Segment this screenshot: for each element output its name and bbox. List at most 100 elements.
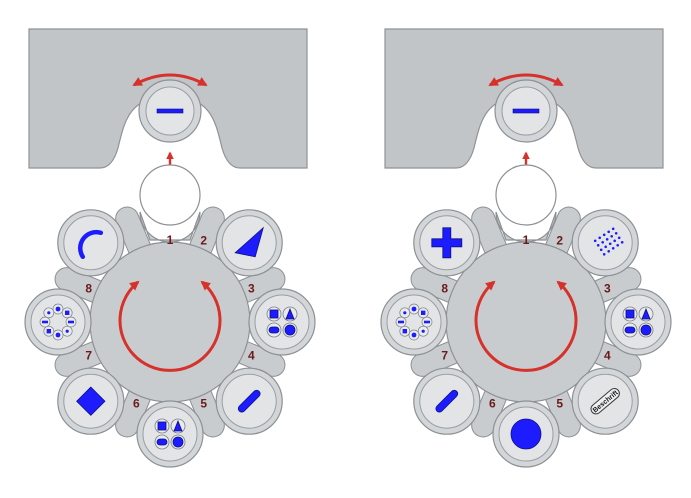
cross-icon xyxy=(431,227,463,259)
station-7: 7 xyxy=(380,288,448,363)
dot-shape xyxy=(611,227,615,231)
station-die xyxy=(386,294,442,350)
dot-shape xyxy=(608,242,612,246)
station-number: 2 xyxy=(200,234,207,248)
square-shape xyxy=(157,421,167,431)
dot-shape xyxy=(593,239,597,243)
triangle-shape xyxy=(285,307,295,320)
station-3: 3 xyxy=(604,281,672,356)
station-die xyxy=(63,215,119,271)
station-1-bridge xyxy=(139,211,201,243)
turret-left: 1 2 34 5 6 7 8 xyxy=(24,28,316,468)
dot-shape xyxy=(601,241,604,244)
station-5: 5 xyxy=(492,396,563,468)
station-5: 5 xyxy=(136,396,207,468)
dot-shape xyxy=(614,232,618,235)
small-round-shape xyxy=(403,311,407,315)
turret-body xyxy=(54,164,286,438)
station-6: 6 xyxy=(57,367,140,435)
station-1-bridge xyxy=(495,211,557,243)
station-1: 1 xyxy=(167,233,174,247)
station-3: 3 xyxy=(248,281,316,356)
station-8: 8 xyxy=(57,209,125,295)
station-number: 3 xyxy=(604,281,611,295)
oblong-shape xyxy=(156,438,168,446)
station-die xyxy=(577,215,633,271)
square-shape xyxy=(402,328,408,334)
small-round-shape xyxy=(47,311,51,315)
dot-shape xyxy=(610,235,613,238)
dot-shape xyxy=(616,244,619,247)
arc-icon xyxy=(78,229,104,260)
rotation-arrow-upper xyxy=(132,73,208,87)
multi-tool-ring-icon xyxy=(395,303,433,341)
dot-shape xyxy=(598,236,601,240)
oblong-shape xyxy=(624,326,636,334)
dot-shape xyxy=(607,250,610,253)
multi-tool-cluster-icon xyxy=(154,418,186,450)
station-number: 6 xyxy=(133,396,140,410)
station-number: 5 xyxy=(556,396,563,410)
slot-icon xyxy=(435,389,459,413)
station-6: 6 xyxy=(413,367,496,435)
station-number: 1 xyxy=(523,233,530,247)
rotation-arrow-upper xyxy=(488,73,564,87)
oblong-shape xyxy=(398,320,404,324)
dot-shape xyxy=(604,245,607,249)
station-1: 1 xyxy=(523,233,530,247)
dot-grid-icon xyxy=(593,227,624,256)
multi-tool-cluster-icon xyxy=(622,306,654,338)
dot-shape xyxy=(607,230,610,234)
dot-shape xyxy=(617,236,621,240)
station-die xyxy=(610,294,666,350)
round-shape xyxy=(55,332,61,338)
station-8: 8 xyxy=(413,209,481,295)
station-number: 2 xyxy=(556,234,563,248)
small-round-shape xyxy=(65,329,69,333)
triangle-shape xyxy=(173,419,183,432)
station-number: 8 xyxy=(85,281,92,295)
round-shape xyxy=(510,418,542,450)
station-number: 5 xyxy=(200,396,207,410)
large-round-icon xyxy=(510,418,542,450)
marking-insert xyxy=(590,387,620,415)
slot-shape xyxy=(237,389,261,413)
oblong-shape xyxy=(68,320,74,324)
rotation-arrow-center xyxy=(474,280,578,372)
arc-shape xyxy=(78,229,104,260)
minus-bar-icon xyxy=(512,108,540,114)
square-shape xyxy=(46,328,52,334)
station-7: 7 xyxy=(24,288,92,363)
station-die xyxy=(142,406,198,462)
diamond-icon xyxy=(76,386,106,416)
slot-icon xyxy=(237,389,261,413)
station-1-cutout xyxy=(495,164,557,226)
slot-shape xyxy=(435,389,459,413)
round-shape xyxy=(411,306,417,312)
station-4: 4 xyxy=(215,349,283,435)
station-number: 7 xyxy=(441,349,448,363)
diamond-shape xyxy=(76,386,106,416)
round-shape xyxy=(411,332,417,338)
station-number: 8 xyxy=(441,281,448,295)
station-die xyxy=(254,294,310,350)
station-number: 4 xyxy=(248,349,255,363)
square-shape xyxy=(269,309,279,319)
round-shape xyxy=(55,306,61,312)
station-number: 7 xyxy=(85,349,92,363)
station-number: 1 xyxy=(167,233,174,247)
oblong-shape xyxy=(268,326,280,334)
oblong-shape xyxy=(424,320,430,324)
station-2: 2 xyxy=(200,209,283,277)
station-number: 4 xyxy=(604,349,611,363)
dot-shape xyxy=(613,239,616,243)
turret-body xyxy=(410,164,642,438)
dot-shape xyxy=(596,244,600,247)
multi-tool-cluster-icon xyxy=(266,306,298,338)
station-1-cutout xyxy=(139,164,201,226)
triangle-shape xyxy=(234,226,264,258)
cross-shape xyxy=(431,227,463,259)
